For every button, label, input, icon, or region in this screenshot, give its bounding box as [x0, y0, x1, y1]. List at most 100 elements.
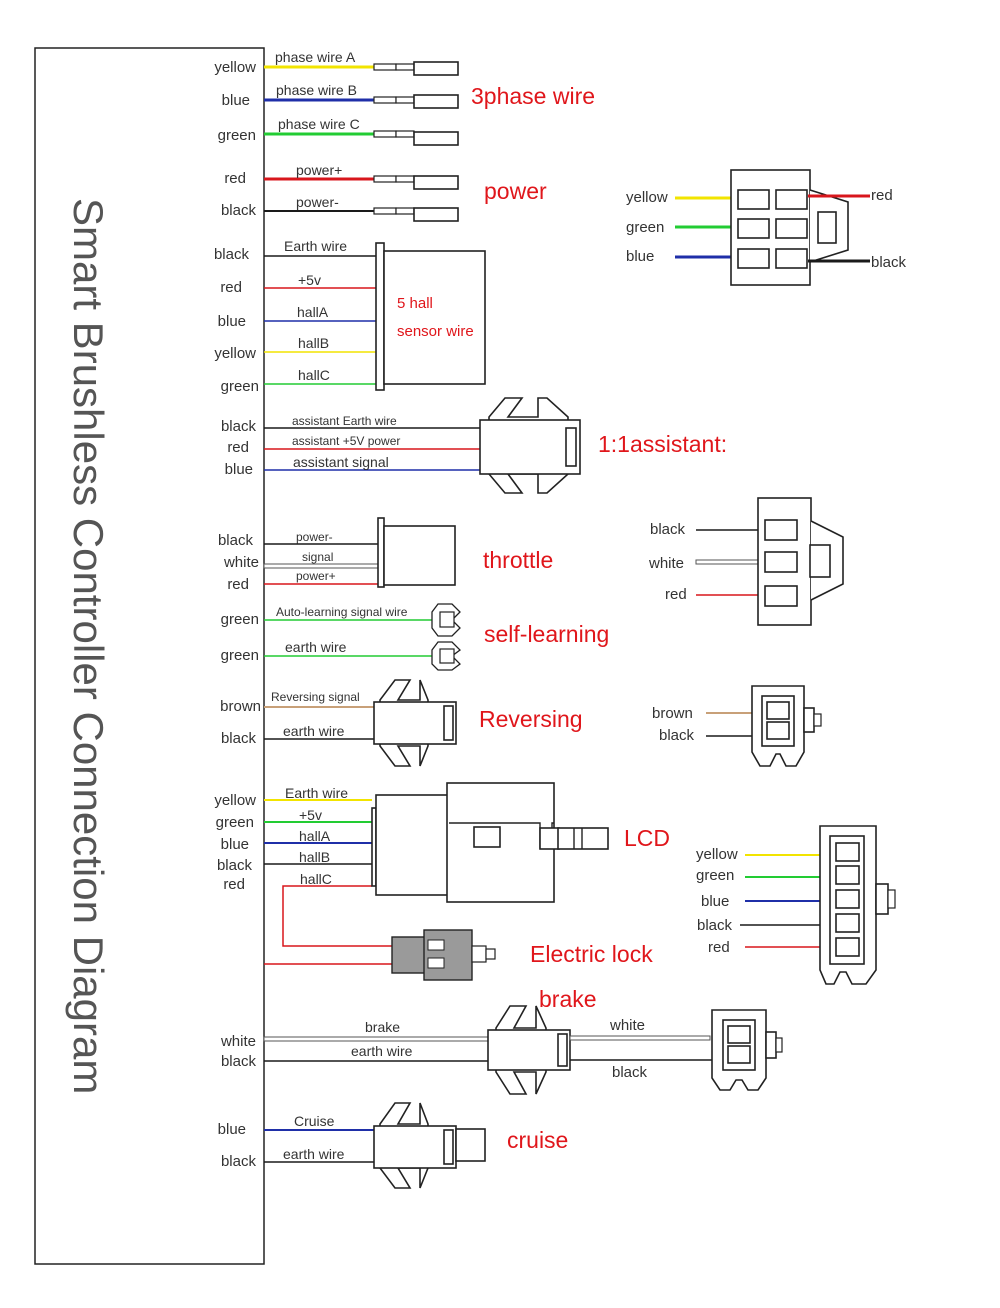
lcd-conn-green-label: green [696, 867, 734, 884]
brake-signal-label: brake [365, 1019, 400, 1035]
lcd-conn-cell-1 [835, 842, 860, 862]
lcd-color-blue: blue [221, 836, 249, 853]
throttle-conn-white-label: white [648, 555, 684, 572]
power-cell-6 [775, 248, 808, 269]
cruise-signal-label: Cruise [294, 1113, 335, 1129]
brake-conn-white-wire [569, 1035, 711, 1041]
lock-plug-body [391, 936, 427, 974]
lcd-hallb-label: hallB [299, 849, 330, 865]
reversing-connector-tab [443, 705, 454, 741]
lcd-conn-yellow-label: yellow [696, 846, 738, 863]
hall-a-label: hallA [297, 304, 329, 320]
lcd-conn-black-label: black [697, 917, 733, 934]
lcd-red-to-lock-wire [282, 885, 392, 947]
hall-c-label: hallC [298, 367, 330, 383]
assistant-color-red: red [227, 439, 249, 456]
hall-color-red: red [220, 279, 242, 296]
lcd-conn-cell-2 [835, 865, 860, 885]
reversing-connector-body [373, 701, 457, 745]
lock-plug-neck [471, 945, 487, 963]
reversing-earth-label: earth wire [283, 723, 345, 739]
power-color-black: black [221, 202, 257, 219]
assistant-earth-label: assistant Earth wire [292, 414, 397, 428]
throttle-signal-wire [263, 563, 379, 569]
phase-section-label: 3phase wire [471, 83, 595, 109]
lcd-conn-cell-4 [835, 913, 860, 933]
lcd-color-black: black [217, 857, 253, 874]
selflearn-color-green-2: green [221, 647, 259, 664]
brake-conn-white-label: white [609, 1017, 645, 1034]
lcd-connector-lead [557, 827, 609, 850]
phase-c-label: phase wire C [278, 116, 360, 132]
power-cell-5 [737, 248, 770, 269]
power-minus-pin-neck [395, 207, 415, 215]
reversing-color-brown: brown [220, 698, 261, 715]
selflearn-signal-label: Auto-learning signal wire [276, 605, 408, 619]
brake-connector-tab [557, 1033, 568, 1067]
power-group: red black power+ power- power yellow gre… [221, 162, 907, 286]
power-minus-label: power- [296, 194, 339, 210]
phase-group: yellow blue green phase wire A phase wir… [214, 49, 595, 146]
lcd-color-yellow: yellow [214, 792, 256, 809]
phase-b-pin-neck [395, 96, 415, 104]
power-cell-1 [737, 189, 770, 210]
phase-a-pin [373, 63, 397, 71]
power-plus-pin-neck [395, 175, 415, 183]
cruise-earth-label: earth wire [283, 1146, 345, 1162]
lock-plug-tip [485, 948, 496, 960]
assistant-connector-tab [565, 427, 577, 467]
lcd-conn-latch [875, 883, 889, 915]
brake-conn-black-label: black [612, 1064, 648, 1081]
self-learning-group: green green Auto-learning signal wire ea… [221, 603, 609, 671]
phase-b-label: phase wire B [276, 82, 357, 98]
cruise-section-label: cruise [507, 1127, 568, 1153]
phase-b-pin [373, 96, 397, 104]
assistant-group: black red blue assistant Earth wire assi… [221, 397, 727, 494]
reversing-section-label: Reversing [479, 706, 583, 732]
throttle-minus-label: power- [296, 530, 333, 544]
brake-section-label: brake [539, 986, 597, 1012]
phase-a-terminal [413, 61, 459, 76]
brake-signal-wire [263, 1036, 489, 1042]
hall-section-label-1: 5 hall [397, 295, 433, 312]
assistant-color-blue: blue [225, 461, 253, 478]
throttle-conn-red-label: red [665, 586, 687, 603]
phase-color-green: green [218, 127, 256, 144]
power-conn-yellow-label: yellow [626, 189, 668, 206]
throttle-conn-black-label: black [650, 521, 686, 538]
selflearn-plug-2-core [439, 648, 455, 664]
lock-plug-slot-1 [427, 939, 445, 951]
reversing-conn-brown-label: brown [652, 705, 693, 722]
lcd-color-green: green [216, 814, 254, 831]
hall-color-green: green [221, 378, 259, 395]
assistant-5v-label: assistant +5V power [292, 434, 400, 448]
phase-color-blue: blue [222, 92, 250, 109]
throttle-signal-label: signal [302, 550, 333, 564]
hall-earth-label: Earth wire [284, 238, 347, 254]
phase-c-terminal [413, 131, 459, 146]
hall-connector-body [383, 250, 486, 385]
power-minus-pin [373, 207, 397, 215]
cruise-connector-cap [455, 1128, 486, 1162]
throttle-color-white: white [223, 554, 259, 571]
reversing-conn-cell-2 [766, 721, 790, 740]
assistant-color-black: black [221, 418, 257, 435]
brake-color-black: black [221, 1053, 257, 1070]
throttle-group: black white red power- signal power+ thr… [218, 497, 844, 626]
power-plus-label: power+ [296, 162, 342, 178]
electric-lock-group: Electric lock [264, 929, 653, 981]
cruise-color-black: black [221, 1153, 257, 1170]
phase-a-pin-neck [395, 63, 415, 71]
brake-group: white black brake earth wire brake white… [220, 986, 783, 1095]
assistant-signal-label: assistant signal [293, 454, 389, 470]
hall-5v-label: +5v [298, 272, 321, 288]
lcd-connector-female [375, 794, 453, 896]
power-latch-window [817, 211, 837, 244]
power-cell-2 [775, 189, 808, 210]
brake-conn-cell-1 [727, 1025, 751, 1044]
brake-earth-label: earth wire [351, 1043, 413, 1059]
phase-c-pin-neck [395, 130, 415, 138]
hall-color-black: black [214, 246, 250, 263]
lcd-hallc-label: hallC [300, 871, 332, 887]
